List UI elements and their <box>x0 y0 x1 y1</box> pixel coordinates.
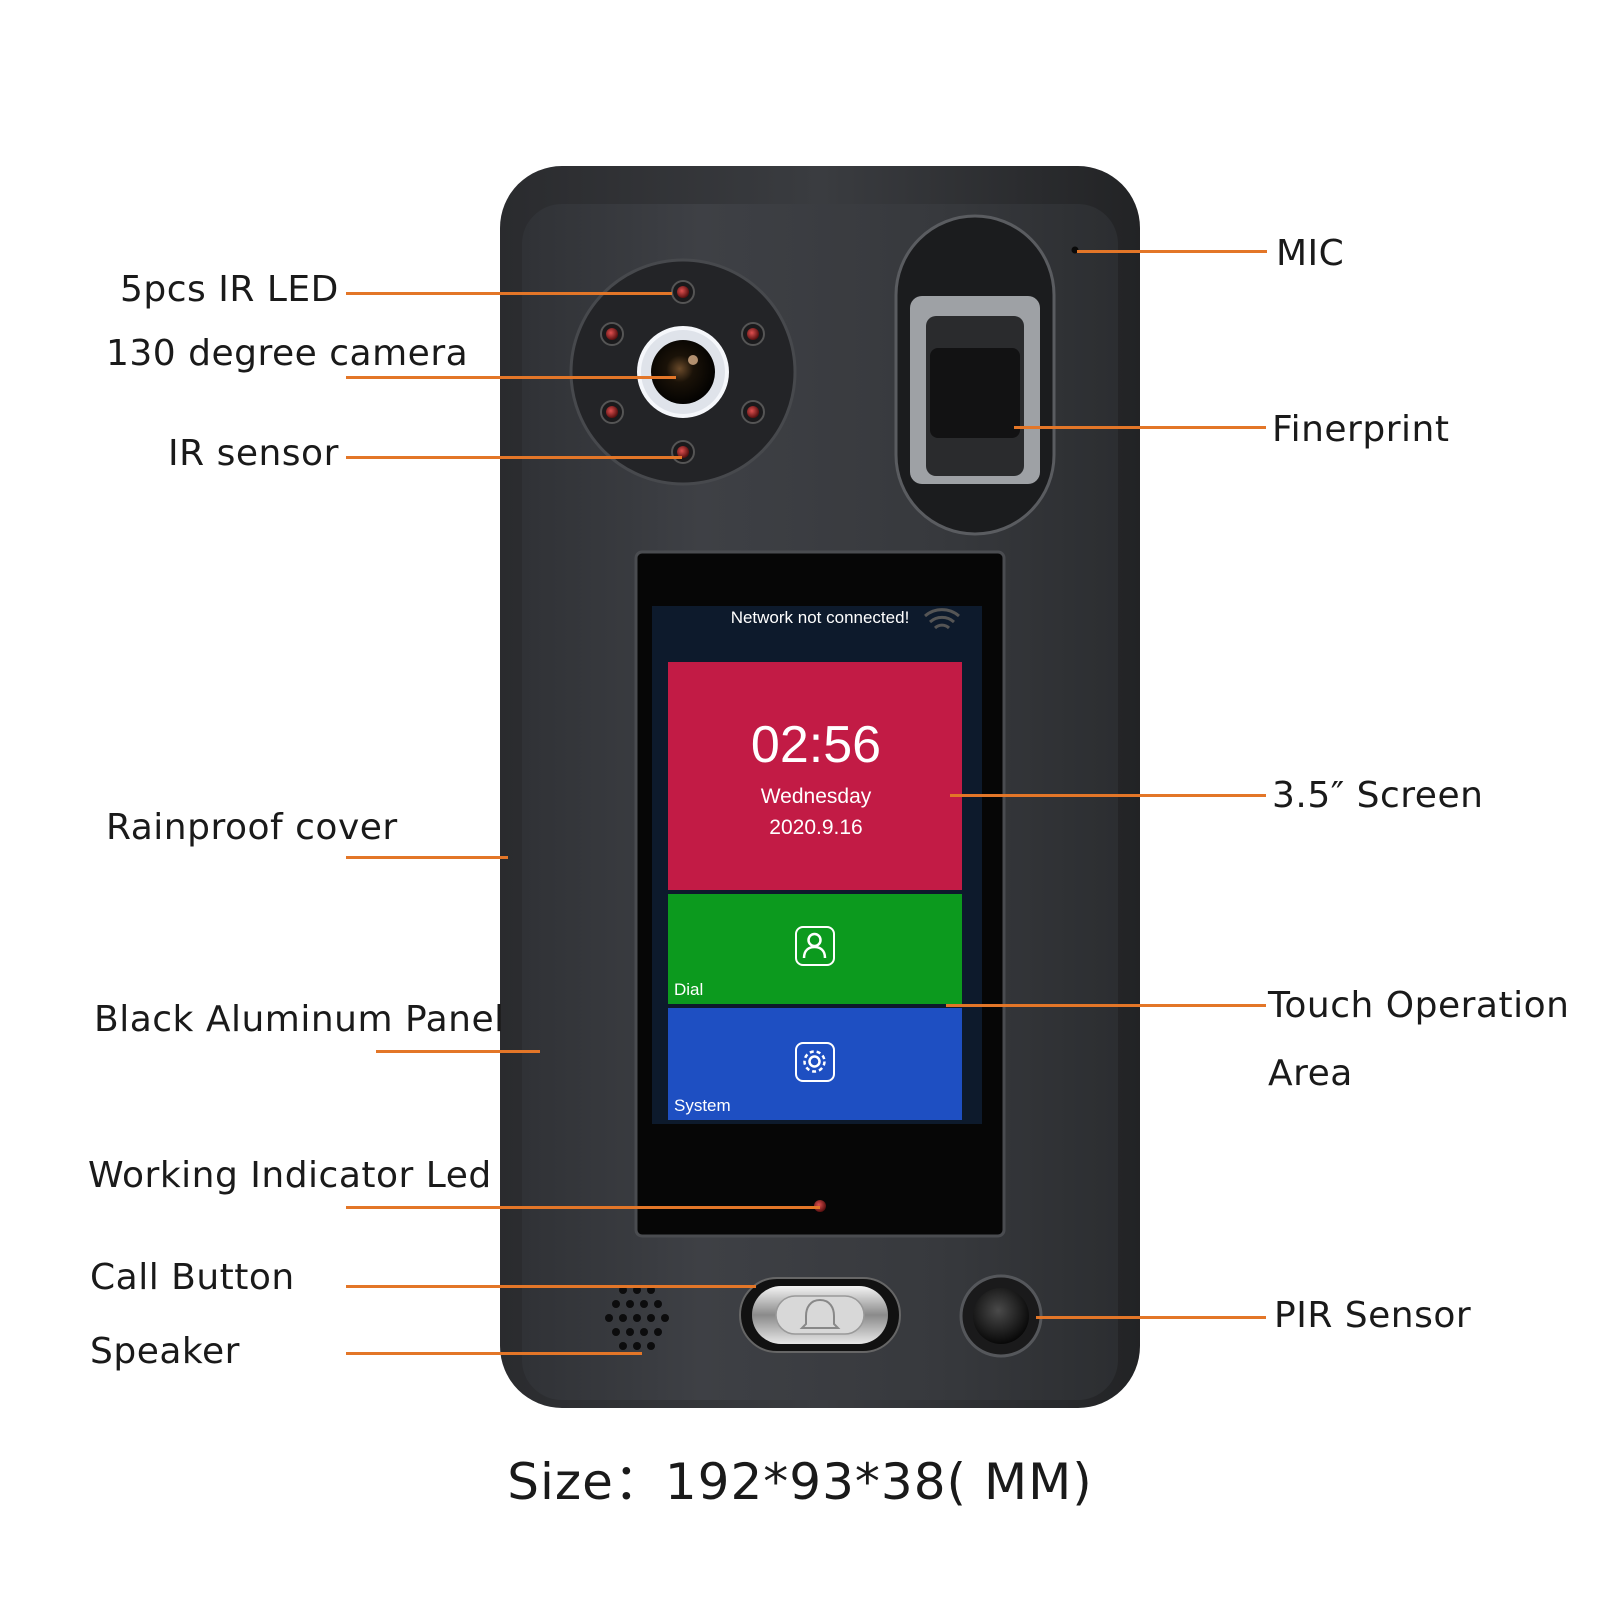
label-rainproof-cover: Rainproof cover <box>106 807 398 848</box>
label-camera: 130 degree camera <box>106 333 469 374</box>
gear-icon <box>795 1042 835 1082</box>
user-icon <box>795 926 835 966</box>
callout-line-ir-led <box>346 292 672 295</box>
indicator-led <box>814 1200 826 1212</box>
call-button[interactable] <box>739 1277 901 1353</box>
callout-line-pir <box>1036 1316 1266 1319</box>
callout-line-speaker <box>346 1352 642 1355</box>
clock-tile <box>668 662 962 890</box>
callout-line-mic <box>1077 250 1267 253</box>
label-touch-line1: Touch Operation <box>1268 985 1570 1026</box>
label-mic: MIC <box>1276 233 1345 274</box>
label-indicator-led: Working Indicator Led <box>88 1155 492 1196</box>
fingerprint-sensor <box>894 214 1056 536</box>
dial-tile[interactable] <box>668 894 962 1004</box>
callout-line-camera <box>346 376 676 379</box>
callout-line-panel <box>376 1050 540 1053</box>
dial-label: Dial <box>674 980 704 999</box>
label-ir-sensor: IR sensor <box>168 433 339 474</box>
system-tile[interactable] <box>668 1008 962 1120</box>
system-label: System <box>674 1096 731 1115</box>
label-screen: 3.5″ Screen <box>1272 775 1484 816</box>
label-call-button: Call Button <box>90 1257 295 1298</box>
mic-hole <box>1071 246 1079 254</box>
clock-time: 02:56 <box>750 716 882 774</box>
label-panel: Black Aluminum Panel <box>94 999 505 1040</box>
clock-weekday: Wednesday <box>760 785 872 808</box>
ir-led-icon <box>600 280 765 464</box>
callout-line-indicator <box>346 1206 820 1209</box>
label-speaker: Speaker <box>90 1331 240 1372</box>
label-pir-sensor: PIR Sensor <box>1274 1295 1472 1336</box>
callout-line-touch <box>946 1004 1266 1007</box>
label-fingerprint: Finerprint <box>1272 409 1450 450</box>
label-touch-line2: Area <box>1268 1053 1353 1094</box>
label-ir-led: 5pcs IR LED <box>120 269 339 310</box>
callout-line-ir-sensor <box>346 456 682 459</box>
network-status: Network not connected! <box>730 608 910 627</box>
callout-line-screen <box>950 794 1266 797</box>
pir-sensor <box>959 1274 1043 1358</box>
speaker-grille <box>605 1286 669 1350</box>
clock-date: 2020.9.16 <box>769 816 863 839</box>
callout-line-rainproof <box>346 856 508 859</box>
callout-line-call-button <box>346 1285 756 1288</box>
wifi-icon <box>924 608 960 630</box>
callout-line-fingerprint <box>1014 426 1266 429</box>
bell-icon <box>799 1298 841 1329</box>
camera-module <box>569 258 797 486</box>
size-caption: Size：192*93*38( MM) <box>507 1453 1093 1511</box>
